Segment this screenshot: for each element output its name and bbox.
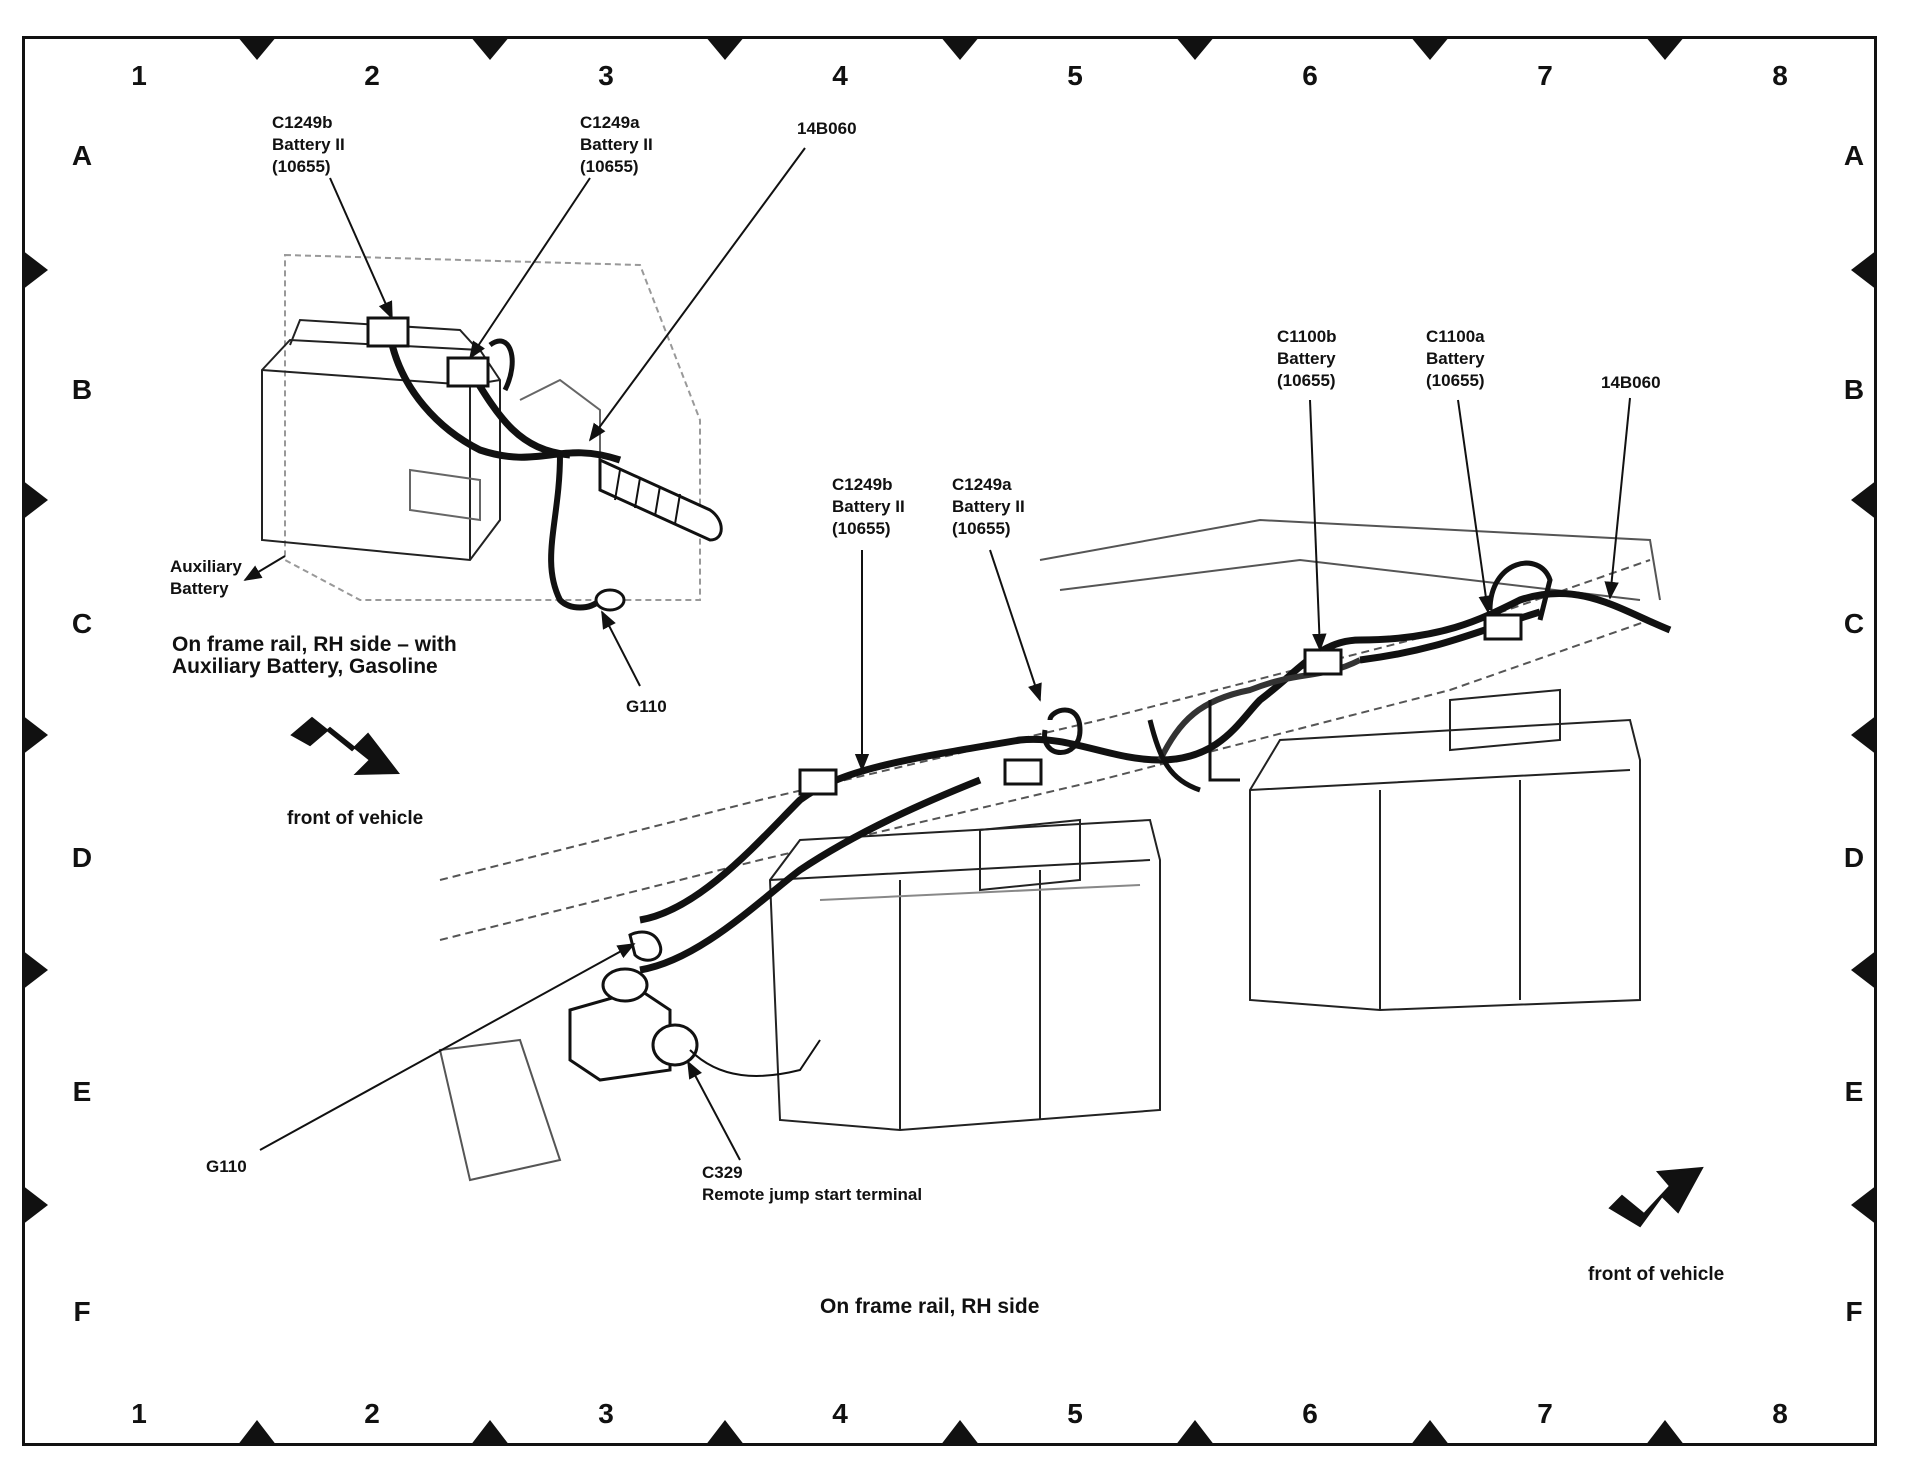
grid-row-d-right: D [1843, 842, 1865, 873]
caption-front-of-vehicle-right: front of vehicle [1588, 1264, 1725, 1285]
grid-row-f-right: F [1845, 1296, 1863, 1327]
callout-auxiliary-battery: Auxiliary Battery [170, 557, 242, 598]
grid-col-3-bottom: 3 [598, 1398, 614, 1429]
callout-c1249b-inset: C1249b Battery II (10655) [272, 113, 345, 176]
callout-g110-main: G110 [206, 1157, 247, 1176]
inset-harness [366, 316, 723, 612]
callout-c1249a-main: C1249a Battery II (10655) [952, 475, 1025, 538]
front-arrow-right [1608, 1166, 1704, 1228]
callout-c1100a: C1100a Battery (10655) [1426, 327, 1485, 390]
grid-col-7-bottom: 7 [1537, 1398, 1553, 1429]
grid-col-4-bottom: 4 [832, 1398, 848, 1429]
main-battery-rear [1249, 688, 1641, 1012]
grid-row-b-right: B [1843, 374, 1865, 405]
grid-col-2-top: 2 [364, 60, 380, 91]
grid-row-c-left: C [71, 608, 93, 639]
inset-aux-battery-illustration [261, 253, 701, 601]
grid-col-7-top: 7 [1537, 60, 1553, 91]
callout-14b060-main: 14B060 [1601, 373, 1661, 392]
grid-row-d-left: D [71, 842, 93, 873]
grid-row-b-left: B [71, 374, 93, 405]
grid-col-1-top: 1 [131, 60, 147, 91]
caption-main: On frame rail, RH side [820, 1295, 1040, 1318]
jump-start-terminal [568, 967, 821, 1082]
grid-col-6-bottom: 6 [1302, 1398, 1318, 1429]
grid-row-a-right: A [1843, 140, 1865, 171]
grid-row-e-right: E [1844, 1076, 1864, 1107]
grid-row-e-left: E [72, 1076, 92, 1107]
grid-row-c-right: C [1843, 608, 1865, 639]
grid-col-8-top: 8 [1772, 60, 1788, 91]
callout-g110-inset: G110 [626, 697, 667, 716]
grid-row-a-left: A [71, 140, 93, 171]
grid-col-5-top: 5 [1067, 60, 1083, 91]
grid-col-6-top: 6 [1302, 60, 1318, 91]
main-frame-rail [438, 518, 1661, 1182]
grid-col-8-bottom: 8 [1772, 1398, 1788, 1429]
leader-lines [243, 147, 1631, 1161]
caption-inset: On frame rail, RH side – with Auxiliary … [172, 633, 457, 678]
callout-c1100b: C1100b Battery (10655) [1277, 327, 1337, 390]
callout-14b060-inset: 14B060 [797, 119, 857, 138]
main-battery-front [768, 818, 1161, 1132]
zone-markers [22, 36, 1877, 1446]
grid-col-2-bottom: 2 [364, 1398, 380, 1429]
main-harness [628, 560, 1672, 974]
callout-c329: C329 Remote jump start terminal [702, 1163, 923, 1204]
caption-front-of-vehicle-left: front of vehicle [287, 808, 424, 829]
grid-row-f-left: F [73, 1296, 91, 1327]
grid-col-4-top: 4 [832, 60, 848, 91]
callout-c1249a-inset: C1249a Battery II (10655) [580, 113, 653, 176]
front-arrow-left [290, 716, 400, 776]
grid-col-5-bottom: 5 [1067, 1398, 1083, 1429]
grid-col-1-bottom: 1 [131, 1398, 147, 1429]
grid-col-3-top: 3 [598, 60, 614, 91]
callout-c1249b-main: C1249b Battery II (10655) [832, 475, 905, 538]
